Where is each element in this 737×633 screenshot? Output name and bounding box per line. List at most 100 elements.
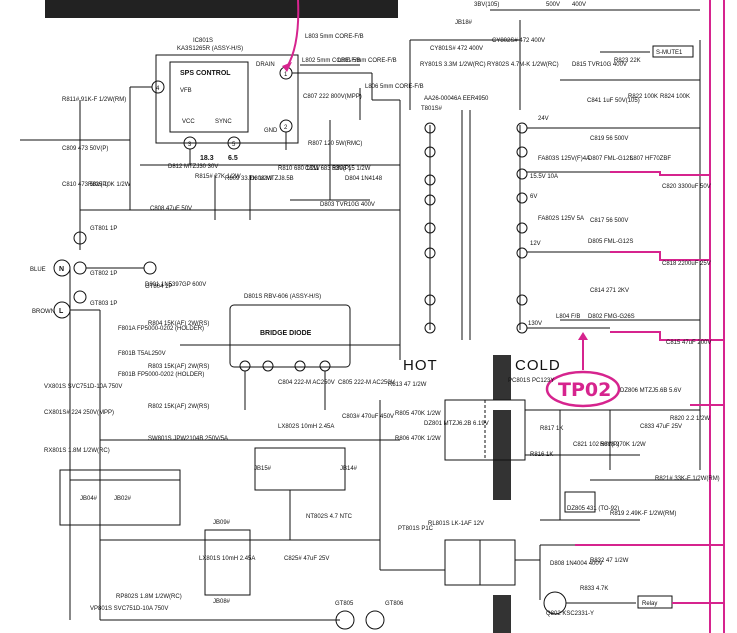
svg-text:2: 2: [284, 125, 288, 131]
hot-cold-divider: HOT COLD: [403, 355, 561, 633]
svg-text:R813 47 1/2W: R813 47 1/2W: [388, 382, 427, 388]
svg-text:COLD: COLD: [515, 357, 561, 374]
svg-text:3: 3: [188, 142, 192, 148]
svg-text:C805 222-M AC250V: C805 222-M AC250V: [338, 380, 395, 386]
svg-text:IC801S: IC801S: [193, 38, 213, 44]
svg-text:12V: 12V: [530, 241, 541, 247]
svg-text:R808 15 1/2W: R808 15 1/2W: [332, 166, 371, 172]
svg-text:GT806: GT806: [385, 601, 404, 607]
svg-text:F801B T5AL250V: F801B T5AL250V: [118, 351, 166, 357]
svg-text:SYNC: SYNC: [215, 119, 232, 125]
svg-text:C804 222-M AC250V: C804 222-M AC250V: [278, 380, 335, 386]
ac-lower-wiring: [59, 400, 400, 630]
svg-text:DZ801 MTZJ6.2B 6.19V: DZ801 MTZJ6.2B 6.19V: [424, 421, 489, 427]
svg-text:L803 5mm CORE-F/B: L803 5mm CORE-F/B: [305, 34, 364, 40]
probe-arrow: [286, 0, 300, 68]
svg-text:RL801S LK-1AF 12V: RL801S LK-1AF 12V: [428, 521, 484, 527]
svg-text:R805 470K 1/2W: R805 470K 1/2W: [395, 411, 441, 417]
svg-text:CY802S# 472 400V: CY802S# 472 400V: [492, 38, 545, 44]
svg-text:C817 56 500V: C817 56 500V: [590, 218, 628, 224]
svg-text:PC801S PC123Y: PC801S PC123Y: [508, 378, 554, 384]
relay-rl801: [380, 539, 540, 586]
svg-text:R803 15K(AF) 2W(RS): R803 15K(AF) 2W(RS): [148, 364, 209, 370]
svg-text:C810 473 50V(P): C810 473 50V(P): [62, 182, 108, 188]
svg-text:AA26-00046A EER4950: AA26-00046A EER4950: [424, 96, 489, 102]
svg-text:15.5V 10A: 15.5V 10A: [530, 174, 558, 180]
transformer-t801: T801S# AA26-00046A EER4950: [409, 20, 528, 340]
svg-text:R822 100K: R822 100K: [628, 94, 658, 100]
svg-text:HOT: HOT: [403, 357, 438, 374]
svg-text:R823 22K: R823 22K: [614, 58, 641, 64]
svg-text:Q802 KSC2331-Y: Q802 KSC2331-Y: [546, 611, 594, 617]
svg-text:JB15#: JB15#: [254, 466, 272, 472]
svg-text:L806 5mm CORE-F/B: L806 5mm CORE-F/B: [365, 84, 424, 90]
svg-text:D803 TVR10G 400V: D803 TVR10G 400V: [320, 202, 375, 208]
svg-text:D808 1N4004 400V: D808 1N4004 400V: [550, 561, 603, 567]
svg-text:24V: 24V: [538, 116, 549, 122]
svg-text:SW801S JPW2104B 250V/5A: SW801S JPW2104B 250V/5A: [148, 436, 228, 442]
svg-text:C808 47uF 50V: C808 47uF 50V: [150, 206, 192, 212]
svg-text:JB18#: JB18#: [455, 20, 473, 26]
svg-text:CY801S# 472 400V: CY801S# 472 400V: [430, 46, 483, 52]
svg-text:GT805: GT805: [335, 601, 354, 607]
svg-text:R819 2.49K-F 1/2W(RM): R819 2.49K-F 1/2W(RM): [610, 511, 676, 517]
svg-text:R802 15K(AF) 2W(RS): R802 15K(AF) 2W(RS): [148, 404, 209, 410]
svg-text:RY801S 3.3M 1/2W(RC): RY801S 3.3M 1/2W(RC): [420, 62, 486, 68]
svg-text:130V: 130V: [528, 321, 542, 327]
svg-text:R818 270K 1/2W: R818 270K 1/2W: [600, 442, 646, 448]
svg-text:LX801S 10mH 2.45A: LX801S 10mH 2.45A: [199, 556, 255, 562]
svg-text:D804 1N4148: D804 1N4148: [345, 176, 383, 182]
svg-text:C820 3300uF 50V: C820 3300uF 50V: [662, 184, 711, 190]
svg-text:FA803S 125V(F)4A: FA803S 125V(F)4A: [538, 156, 590, 162]
svg-text:R820 2.2 1/2W: R820 2.2 1/2W: [670, 416, 710, 422]
svg-text:VFB: VFB: [180, 88, 192, 94]
top-hatched-bar: [45, 0, 398, 18]
svg-text:D805 FML-G12S: D805 FML-G12S: [588, 239, 633, 245]
svg-text:T801S#: T801S#: [421, 106, 443, 112]
svg-text:GT802 1P: GT802 1P: [90, 271, 117, 277]
svg-text:D807 FML-G12S: D807 FML-G12S: [588, 156, 633, 162]
svg-text:FA802S 125V 5A: FA802S 125V 5A: [538, 216, 584, 222]
svg-text:D802 FMG-G26S: D802 FMG-G26S: [588, 314, 635, 320]
svg-text:R833 4.7K: R833 4.7K: [580, 586, 608, 592]
svg-text:LX802S 10mH 2.45A: LX802S 10mH 2.45A: [278, 424, 334, 430]
svg-text:RY802S 4.7M-K 1/2W(RC): RY802S 4.7M-K 1/2W(RC): [487, 62, 559, 68]
svg-text:D808 MTZJ8.5B: D808 MTZJ8.5B: [250, 176, 294, 182]
fuse-emi-labels: F801A FP5000-0202 (HOLDER) F801B T5AL250…: [44, 282, 484, 612]
svg-text:KA3S1265R (ASSY-H/S): KA3S1265R (ASSY-H/S): [177, 46, 243, 52]
transformer-labels: CY801S# 472 400V CY802S# 472 400V RY801S…: [420, 38, 590, 327]
svg-text:C841 1uF 50V(105): C841 1uF 50V(105): [587, 98, 640, 104]
svg-text:NT802S 4.7 NTC: NT802S 4.7 NTC: [306, 514, 353, 520]
svg-text:6V: 6V: [530, 194, 537, 200]
svg-text:R804 15K(AF) 2W(RS): R804 15K(AF) 2W(RS): [148, 321, 209, 327]
svg-text:400V: 400V: [572, 2, 586, 8]
svg-text:1: 1: [284, 72, 288, 78]
svg-text:R816 1K: R816 1K: [530, 452, 553, 458]
svg-text:VX801S SVC751D-10A 750V: VX801S SVC751D-10A 750V: [44, 384, 122, 390]
bridge-diode: BRIDGE DIODE: [180, 304, 400, 410]
svg-text:6.5: 6.5: [228, 155, 238, 162]
ic-area-labels: L803 5mm CORE-F/B L802 5mm CORE-F/B L801…: [62, 34, 424, 212]
svg-text:GT804 1P: GT804 1P: [145, 284, 172, 290]
svg-text:R817 1K: R817 1K: [540, 426, 563, 432]
svg-text:R832 47 1/2W: R832 47 1/2W: [590, 558, 629, 564]
svg-text:R809 33.2K 1/2W: R809 33.2K 1/2W: [225, 176, 273, 182]
svg-text:4: 4: [156, 86, 160, 92]
svg-text:C814 271 2KV: C814 271 2KV: [590, 288, 629, 294]
secondary-labels: S-MUTE1 D815 TVR10G 400V C841 1uF 50V(10…: [556, 50, 711, 346]
svg-text:18.3: 18.3: [200, 155, 214, 162]
ic801-block: IC801S KA3S1265R (ASSY-H/S) SPS CONTROL …: [151, 38, 299, 162]
svg-text:R806 470K 1/2W: R806 470K 1/2W: [395, 436, 441, 442]
svg-text:JB14#: JB14#: [340, 466, 358, 472]
svg-text:L: L: [59, 308, 64, 315]
svg-text:R815# 27K 1/2W: R815# 27K 1/2W: [195, 174, 241, 180]
svg-text:TP02: TP02: [558, 379, 611, 401]
tp02-marker: TP02: [545, 332, 621, 408]
svg-text:JB02#: JB02#: [114, 496, 132, 502]
svg-text:JB04#: JB04#: [80, 496, 98, 502]
svg-text:DZ805 431 (TO-92): DZ805 431 (TO-92): [567, 506, 619, 512]
svg-text:C821 102 50V(P): C821 102 50V(P): [573, 442, 619, 448]
svg-text:L801 5mm CORE-F/B: L801 5mm CORE-F/B: [338, 58, 397, 64]
svg-text:D801S RBV-606 (ASSY-H/S): D801S RBV-606 (ASSY-H/S): [244, 294, 321, 300]
ac-input-connectors: N L BLUE BROWN GT801 1P GT802 1P GT803 1…: [30, 226, 172, 620]
